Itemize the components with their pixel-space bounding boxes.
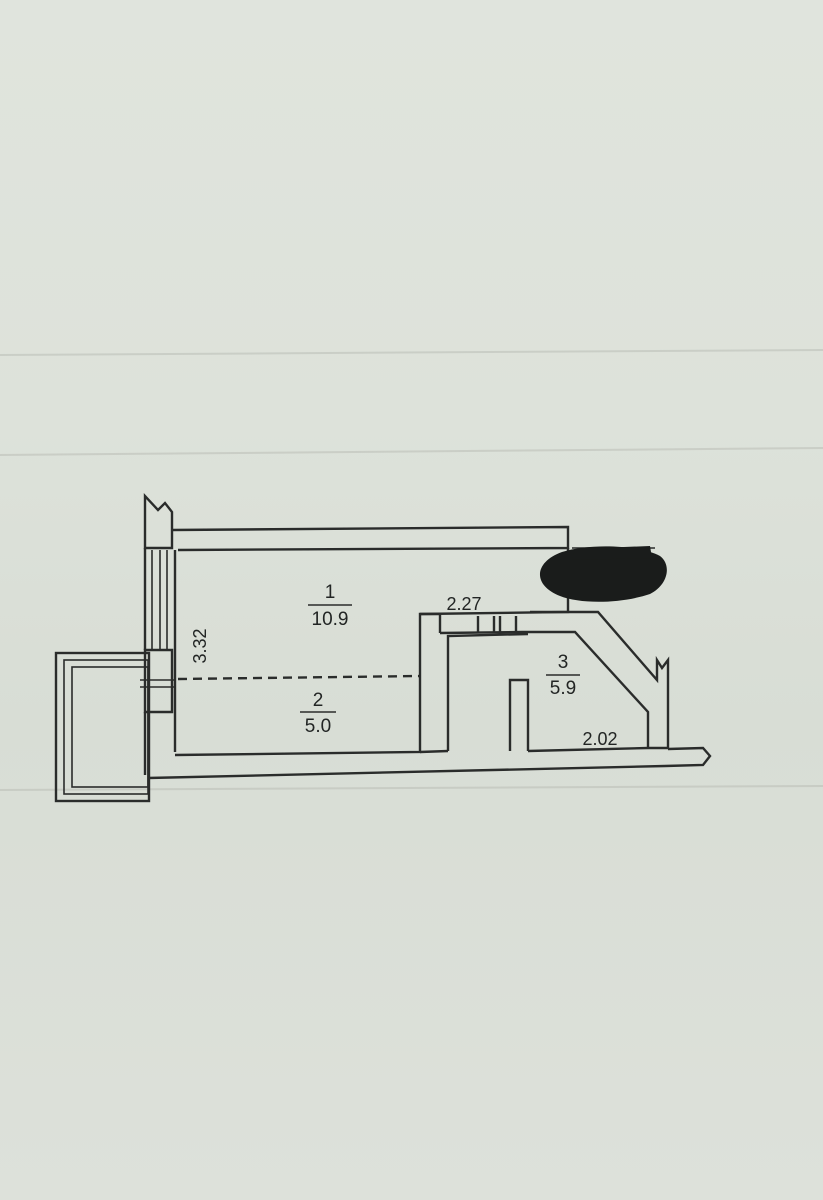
dimension-room-width: 3.32 [190,628,210,663]
walls [140,492,712,780]
dimension-hall-length: 2.02 [582,729,617,749]
room-1-area: 10.9 [312,609,349,630]
room-3-label: 3 5.9 [546,652,580,699]
room-3-number: 3 [558,652,569,673]
balcony [54,651,151,803]
zone-divider [177,674,421,681]
room-3-area: 5.9 [550,678,576,699]
room-2-number: 2 [313,690,324,711]
room-2-area: 5.0 [305,716,331,737]
room-1-label: 1 10.9 [308,582,352,630]
paper-folds [0,349,823,791]
room-2-label: 2 5.0 [300,690,336,737]
redaction-mark [539,546,667,602]
room-1-number: 1 [325,582,336,603]
dimension-bath-width: 2.27 [446,594,481,614]
